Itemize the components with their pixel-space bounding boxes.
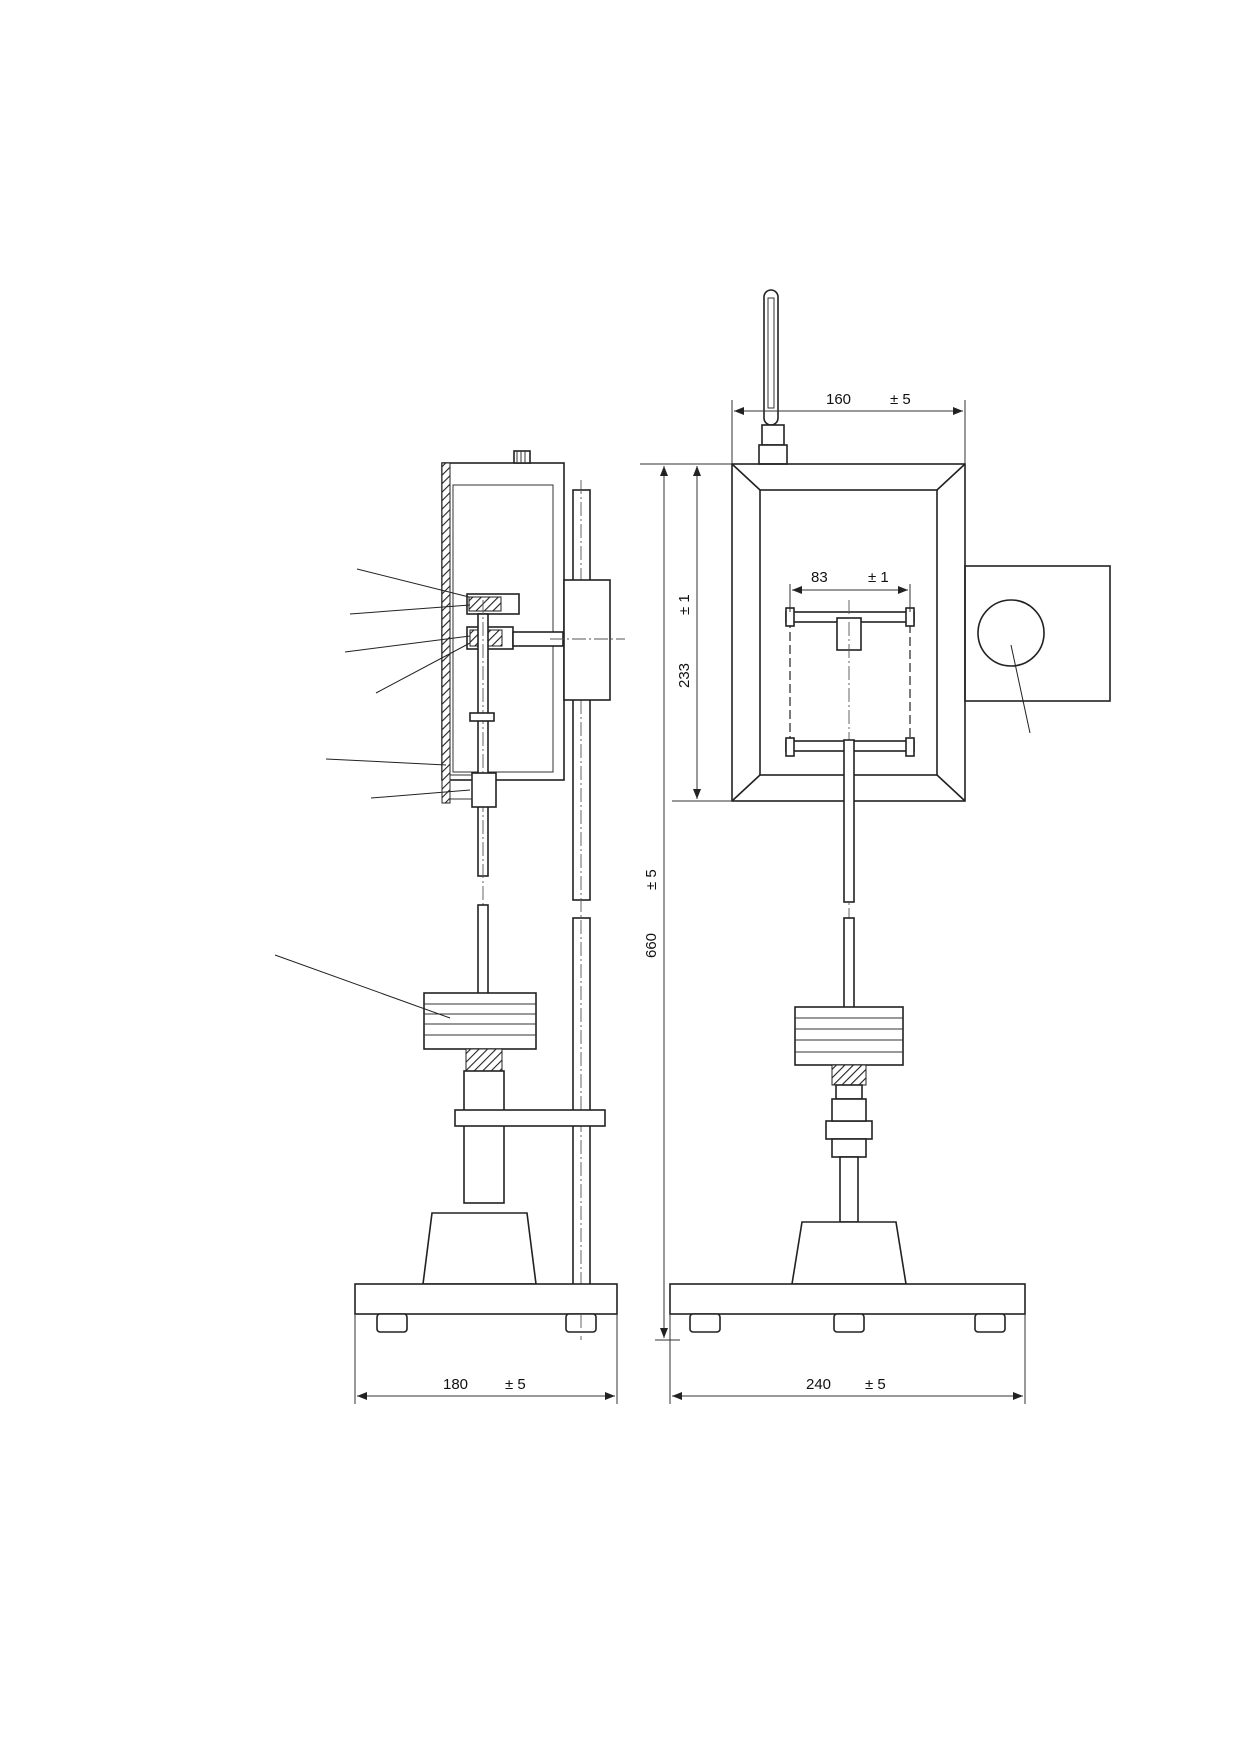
dimension-labels: 160 ± 5 83 ± 1 233 ± 1 660 ± 5 180 ± 5 2… bbox=[443, 391, 911, 1393]
dim-chamber-width-value: 160 bbox=[826, 391, 851, 408]
dim-specimen-width-value: 83 bbox=[811, 569, 828, 586]
dim-front-base-width-value: 240 bbox=[806, 1376, 831, 1393]
dim-side-base-width-value: 180 bbox=[443, 1376, 468, 1393]
dim-overall-height-tolerance: ± 5 bbox=[643, 869, 660, 890]
dim-specimen-width-tolerance: ± 1 bbox=[868, 569, 889, 586]
dimension-lines bbox=[354, 400, 1026, 1404]
dim-chamber-height-value: 233 bbox=[676, 663, 693, 688]
dim-overall-height-value: 660 bbox=[643, 933, 660, 958]
side-view bbox=[274, 450, 625, 1340]
dim-chamber-height-tolerance: ± 1 bbox=[676, 594, 693, 615]
dim-side-base-width-tolerance: ± 5 bbox=[505, 1376, 526, 1393]
front-view bbox=[669, 289, 1111, 1333]
dim-front-base-width-tolerance: ± 5 bbox=[865, 1376, 886, 1393]
dim-chamber-width-tolerance: ± 5 bbox=[890, 391, 911, 408]
